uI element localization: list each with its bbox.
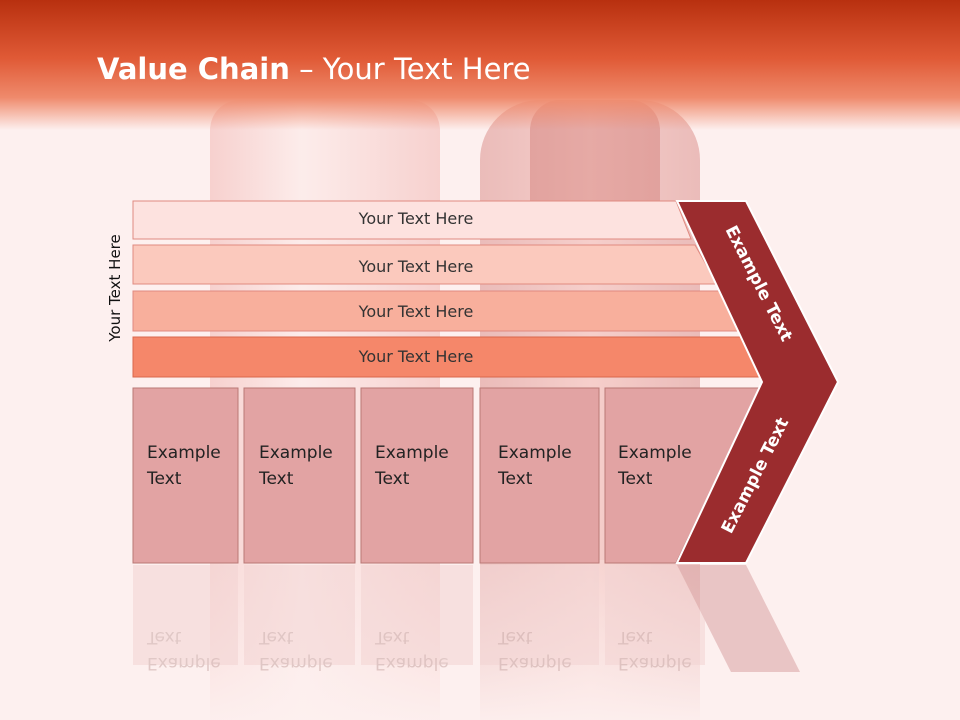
box-1-reflection — [133, 565, 238, 665]
header-band — [0, 0, 960, 130]
box-4-line2: Text — [497, 469, 533, 489]
box-1-reflection-line2: Text — [146, 627, 182, 647]
box-1-reflection-line1: Example — [147, 653, 221, 673]
box-5-line2: Text — [617, 469, 653, 489]
row-bar-1 — [132, 200, 692, 240]
box-1-line2: Text — [146, 469, 182, 489]
reflection-group: Example Text Example Text Example Text E… — [133, 565, 800, 673]
box-3 — [360, 387, 474, 564]
title-rest: – Your Text Here — [289, 52, 531, 86]
box-4 — [479, 387, 600, 564]
box-3-reflection-line1: Example — [375, 653, 449, 673]
row-label-1: Your Text Here — [358, 209, 474, 228]
box-4-reflection-line1: Example — [498, 653, 572, 673]
box-1 — [132, 387, 239, 564]
box-3-reflection — [361, 565, 473, 665]
chevron-reflection — [677, 565, 800, 672]
box-2-reflection — [244, 565, 355, 665]
box-4-line1: Example — [498, 443, 572, 463]
row-label-3: Your Text Here — [358, 302, 474, 321]
box-2-reflection-line2: Text — [258, 627, 294, 647]
box-3-line1: Example — [375, 443, 449, 463]
title-bold: Value Chain — [97, 52, 290, 86]
box-1-line1: Example — [147, 443, 221, 463]
box-3-line2: Text — [374, 469, 410, 489]
row-label-2: Your Text Here — [358, 257, 474, 276]
box-3-reflection-line2: Text — [374, 627, 410, 647]
box-5-reflection-line2: Text — [617, 627, 653, 647]
box-4-reflection — [480, 565, 599, 665]
box-4-reflection-line2: Text — [497, 627, 533, 647]
box-2-line2: Text — [258, 469, 294, 489]
box-2-reflection-line1: Example — [259, 653, 333, 673]
chevron-arrow — [675, 200, 840, 564]
box-2-line1: Example — [259, 443, 333, 463]
box-5-reflection-line1: Example — [618, 653, 692, 673]
slide-title: Value Chain – Your Text Here — [97, 52, 531, 86]
box-2 — [243, 387, 356, 564]
row-label-4: Your Text Here — [358, 347, 474, 366]
box-5-line1: Example — [618, 443, 692, 463]
